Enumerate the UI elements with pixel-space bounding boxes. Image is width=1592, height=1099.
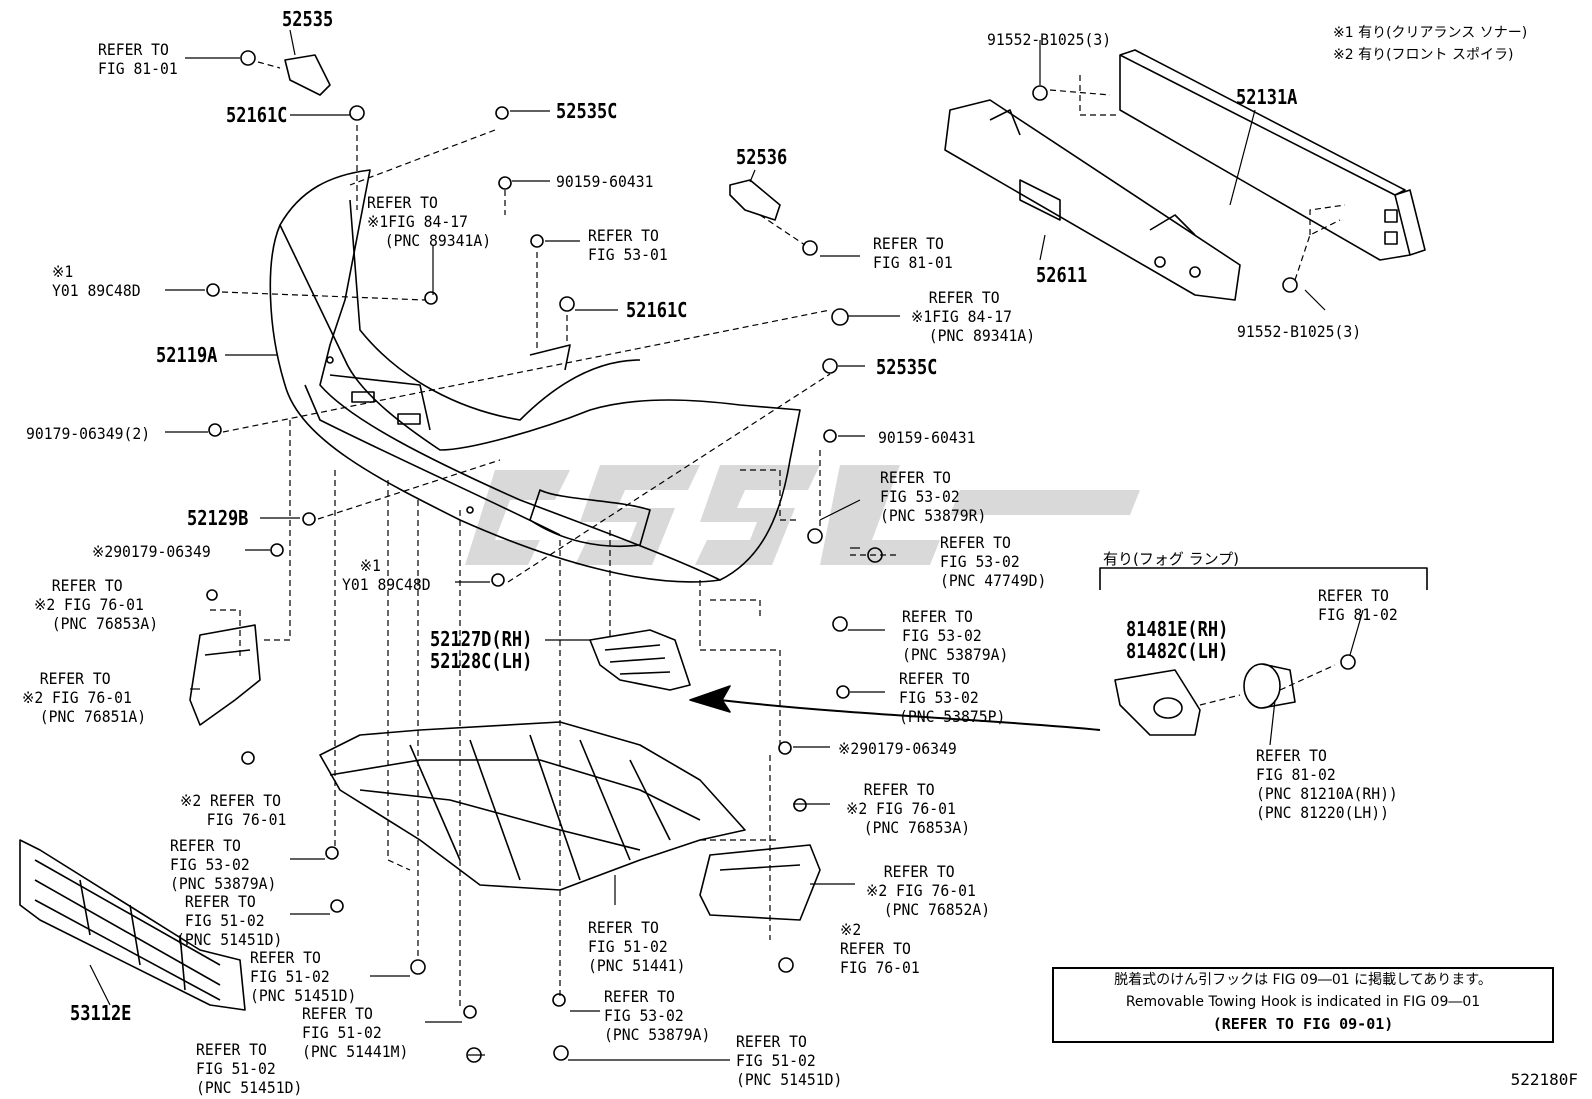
refer-label[interactable]: REFER TO FIG 51-02 (PNC 51451D) <box>196 1040 303 1097</box>
part-label-90179-06349[interactable]: 90179-06349(2) <box>26 424 151 443</box>
part-label-52119A[interactable]: 52119A <box>156 343 218 367</box>
legend-line-2: ※2 有り(フロント スポイラ) <box>1333 47 1514 63</box>
refer-label[interactable]: REFER TO ※1FIG 84-17 (PNC 89341A) <box>911 288 1036 345</box>
legend-line-1: ※1 有り(クリアランス ソナー) <box>1333 25 1528 41</box>
part-label-52127D[interactable]: 52127D(RH) 52128C(LH) <box>430 627 533 673</box>
part-label-81481E[interactable]: 81481E(RH) 81482C(LH) <box>1126 617 1229 663</box>
refer-label[interactable]: REFER TO ※2 FIG 76-01 (PNC 76852A) <box>866 862 991 919</box>
refer-label[interactable]: REFER TO FIG 53-02 (PNC 53879A) <box>604 987 711 1044</box>
lower-grille-53112E <box>19 839 246 1011</box>
part-label-90159-60431[interactable]: 90159-60431 <box>556 172 654 191</box>
bracket-52535 <box>284 54 331 96</box>
spoiler-left <box>189 624 261 726</box>
refer-label[interactable]: REFER TO FIG 81-02 <box>1318 586 1398 624</box>
part-label-Y01-89C48D[interactable]: ※1 Y01 89C48D <box>52 262 141 300</box>
watermark-logo <box>465 465 1140 565</box>
bracket-52536 <box>729 179 781 221</box>
refer-label[interactable]: REFER TO FIG 81-02 (PNC 81210A(RH)) (PNC… <box>1256 746 1398 822</box>
refer-label[interactable]: REFER TO FIG 51-02 (PNC 51441) <box>588 918 686 975</box>
refer-label[interactable]: REFER TO ※2 FIG 76-01 (PNC 76851A) <box>22 669 147 726</box>
option-legend: ※1 有り(クリアランス ソナー) ※2 有り(フロント スポイラ) <box>1333 22 1527 66</box>
refer-label[interactable]: REFER TO FIG 53-02 (PNC 53879A) <box>170 836 277 893</box>
refer-label[interactable]: REFER TO FIG 81-01 <box>873 234 953 272</box>
fog-bezel-52127D <box>589 629 691 691</box>
part-label-52535C[interactable]: 52535C <box>556 99 618 123</box>
part-label-52129B[interactable]: 52129B <box>187 506 249 530</box>
part-label-53112E[interactable]: 53112E <box>70 1001 132 1025</box>
refer-label[interactable]: REFER TO FIG 53-02 (PNC 47749D) <box>940 533 1047 590</box>
refer-label[interactable]: REFER TO FIG 51-02 (PNC 51451D) <box>736 1032 843 1089</box>
refer-label[interactable]: REFER TO FIG 53-02 (PNC 53879R) <box>880 468 987 525</box>
spoiler-right <box>699 844 821 921</box>
bumper-reinforcement-52131A <box>1119 49 1426 261</box>
part-label-90179-06349[interactable]: ※290179-06349 <box>92 542 211 561</box>
refer-label[interactable]: REFER TO ※1FIG 84-17 (PNC 89341A) <box>367 193 492 250</box>
part-label-52611[interactable]: 52611 <box>1036 263 1088 287</box>
refer-label[interactable]: REFER TO FIG 53-01 <box>588 226 668 264</box>
refer-label[interactable]: REFER TO FIG 51-02 (PNC 51451D) <box>176 892 283 949</box>
fog-group-title: 有り(フォグ ランプ) <box>1103 550 1240 568</box>
towing-hook-note: 脱着式のけん引フックは FIG 09―01 に掲載してあります。 Removab… <box>1052 967 1554 1043</box>
refer-label[interactable]: REFER TO FIG 53-02 (PNC 53875P) <box>899 669 1006 726</box>
part-label-90159-60431[interactable]: 90159-60431 <box>878 428 976 447</box>
assembly-dashed-lines <box>210 61 1346 1010</box>
fog-group-bracket <box>1099 567 1428 590</box>
part-label-52536[interactable]: 52536 <box>736 145 788 169</box>
part-label-52161C[interactable]: 52161C <box>626 298 688 322</box>
part-label-52535C[interactable]: 52535C <box>876 355 938 379</box>
note-japanese: 脱着式のけん引フックは FIG 09―01 に掲載してあります。 <box>1114 972 1492 988</box>
fasteners <box>206 50 1356 1063</box>
refer-label[interactable]: REFER TO FIG 81-01 <box>98 40 178 78</box>
refer-label[interactable]: REFER TO ※2 FIG 76-01 (PNC 76853A) <box>846 780 971 837</box>
refer-label[interactable]: REFER TO FIG 53-02 (PNC 53879A) <box>902 607 1009 664</box>
fog-lamp-cover-81481E <box>1114 669 1201 736</box>
part-label-90179-06349[interactable]: ※290179-06349 <box>838 739 957 758</box>
engine-under-cover <box>319 721 746 891</box>
part-label-52535[interactable]: 52535 <box>282 7 334 31</box>
diagram-code: 522180F <box>1510 1070 1578 1089</box>
refer-label[interactable]: REFER TO ※2 FIG 76-01 (PNC 76853A) <box>34 576 159 633</box>
note-english: Removable Towing Hook is indicated in FI… <box>1125 994 1481 1010</box>
note-reference[interactable]: (REFER TO FIG 09-01) <box>1212 1015 1394 1033</box>
refer-label[interactable]: REFER TO FIG 51-02 (PNC 51441M) <box>302 1004 409 1061</box>
part-label-52161C[interactable]: 52161C <box>226 103 288 127</box>
part-label-Y01-89C48D[interactable]: ※1 Y01 89C48D <box>342 556 431 594</box>
fog-lamp-unit <box>1243 663 1296 709</box>
part-label-52131A[interactable]: 52131A <box>1236 85 1298 109</box>
leader-lines <box>89 29 1364 1061</box>
refer-label[interactable]: ※2 REFER TO FIG 76-01 <box>180 791 287 829</box>
direction-arrow <box>689 685 1101 731</box>
bumper-cover-52119A <box>269 169 801 583</box>
part-label-91552-B1025[interactable]: 91552-B1025(3) <box>987 30 1112 49</box>
part-label-91552-B1025[interactable]: 91552-B1025(3) <box>1237 322 1362 341</box>
energy-absorber-52611 <box>944 99 1241 301</box>
refer-label[interactable]: ※2 REFER TO FIG 76-01 <box>840 920 920 977</box>
refer-label[interactable]: REFER TO FIG 51-02 (PNC 51451D) <box>250 948 357 1005</box>
